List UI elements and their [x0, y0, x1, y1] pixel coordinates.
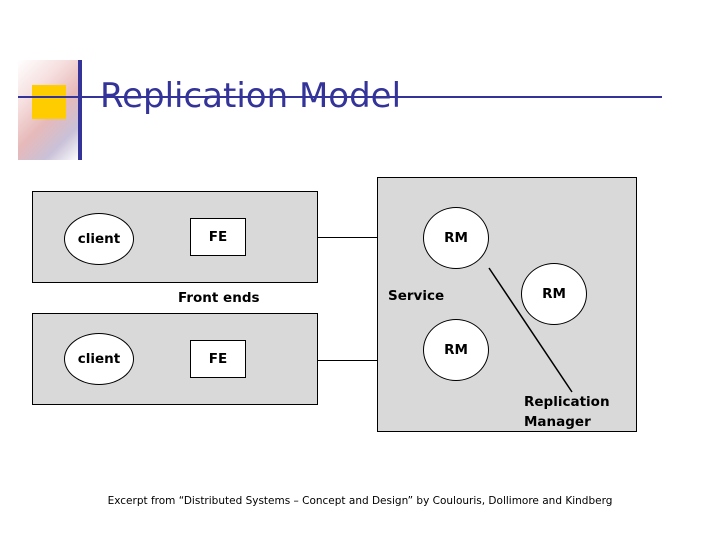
client-node-2: client — [64, 333, 134, 385]
front-end-node-1: FE — [190, 218, 246, 256]
front-ends-caption: Front ends — [178, 290, 260, 306]
replication-manager-node-2: RM — [521, 263, 587, 325]
title-decoration — [18, 60, 98, 160]
client-node-1: client — [64, 213, 134, 265]
source-footnote: Excerpt from “Distributed Systems – Conc… — [107, 495, 613, 507]
replication-manager-node-3: RM — [423, 319, 489, 381]
decoration-vertical-rule — [78, 60, 82, 160]
replication-manager-node-1: RM — [423, 207, 489, 269]
replication-manager-caption-line2: Manager — [524, 414, 591, 430]
page-title: Replication Model — [100, 76, 402, 116]
title-underline-left — [18, 96, 64, 98]
connector-fe1-to-rm — [246, 237, 423, 238]
replication-manager-caption-line1: Replication — [524, 394, 610, 410]
front-end-node-2: FE — [190, 340, 246, 378]
decoration-yellow-square — [32, 85, 66, 119]
service-caption: Service — [388, 288, 445, 304]
title-underline — [60, 96, 662, 98]
connector-fe2-to-rm — [246, 360, 426, 361]
